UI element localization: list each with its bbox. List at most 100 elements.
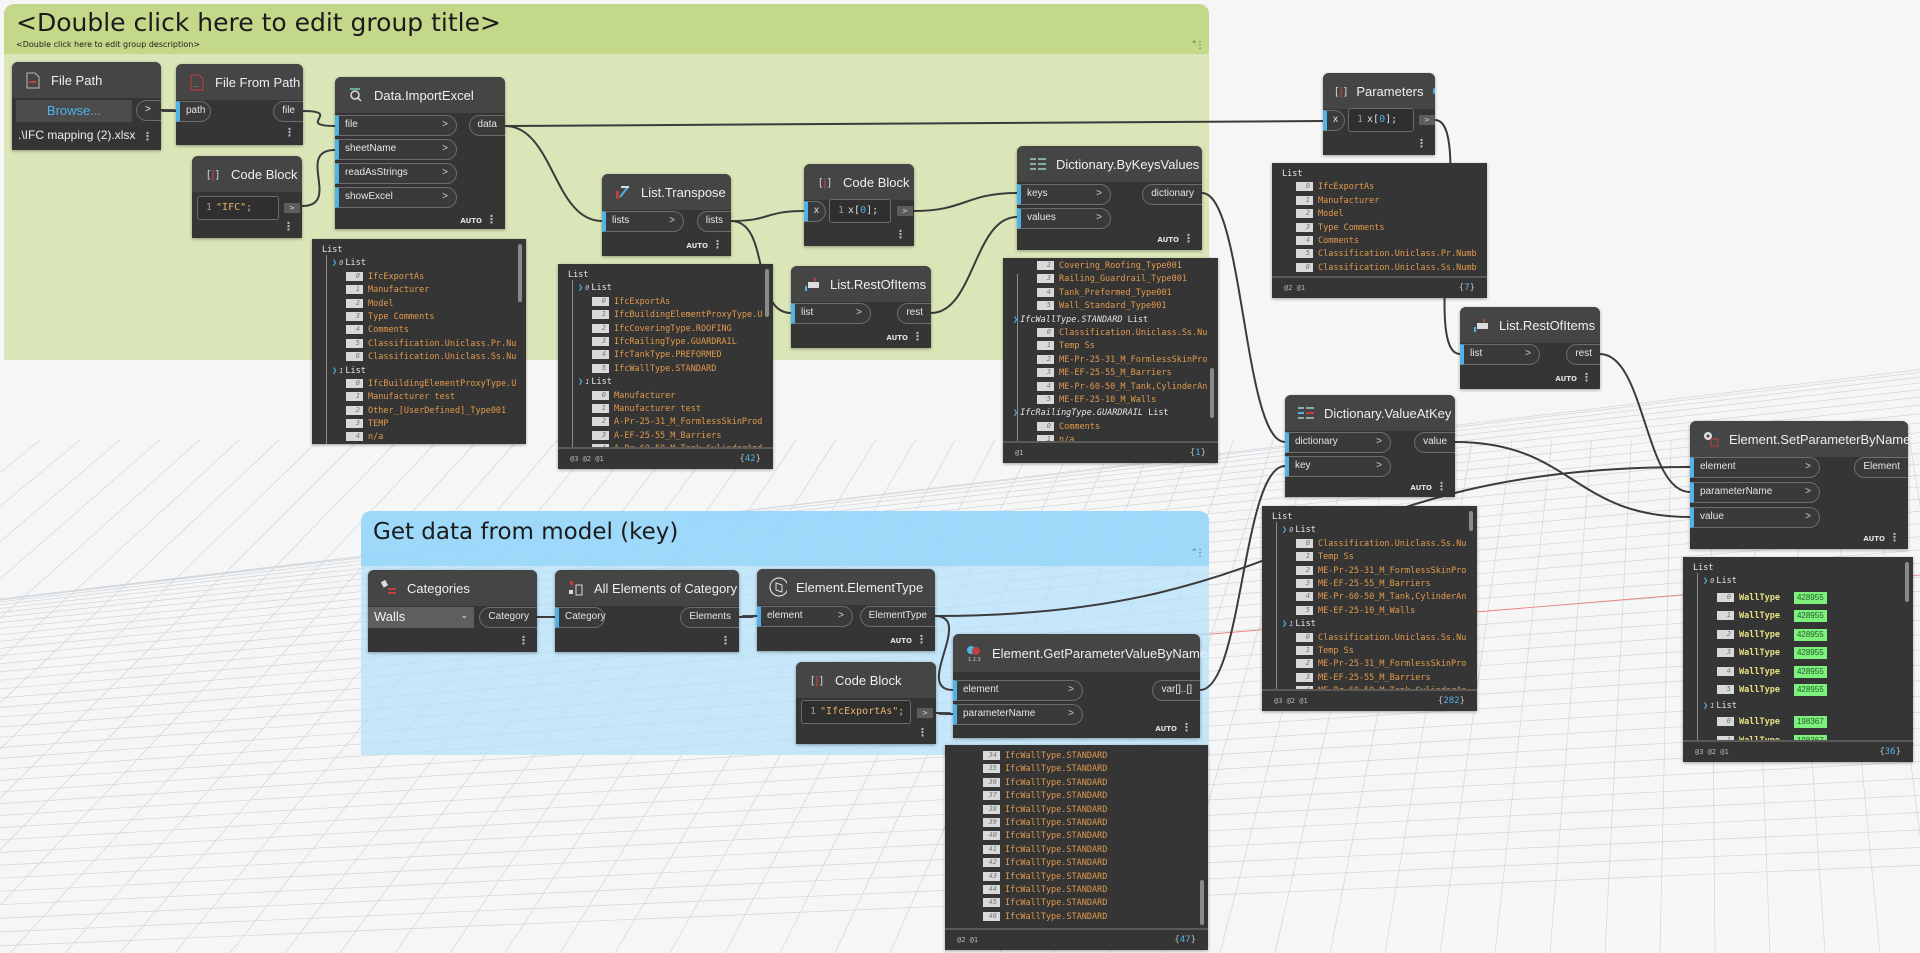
node-all-elements-of-category[interactable]: All Elements of Category Category Elemen… — [555, 570, 739, 652]
output-port-elements[interactable]: Elements — [680, 607, 739, 628]
expand-arrow-icon[interactable]: ❯ — [1703, 576, 1709, 587]
element-id-badge[interactable]: 428955 — [1793, 628, 1827, 641]
output-port-rest[interactable]: rest — [897, 303, 931, 324]
node-code-block-ifcexportas[interactable]: [|] Code Block 1"IfcExportAs"; > ⋮ — [796, 662, 936, 744]
preview-scrollbar[interactable] — [518, 244, 522, 302]
group-header[interactable]: <Double click here to edit group title> … — [4, 4, 1209, 54]
category-dropdown[interactable]: Walls ⌄ — [368, 607, 474, 628]
input-port-x[interactable]: x — [1323, 110, 1345, 131]
input-port-key[interactable]: key> — [1285, 456, 1391, 477]
input-port-file[interactable]: file> — [335, 115, 457, 136]
node-header[interactable]: ... File From Path — [176, 64, 303, 100]
node-menu-icon[interactable]: ⋮ — [284, 126, 295, 139]
group-menu-icon[interactable]: ⋮ — [1195, 548, 1205, 559]
node-menu-icon[interactable]: ⋮ — [1181, 721, 1192, 734]
group-menu-icon[interactable]: ⋮ — [1195, 40, 1205, 51]
output-port-category[interactable]: Category — [479, 607, 537, 628]
node-element-get-parameter-value-by-name[interactable]: 1.2.3 Element.GetParameterValueByName el… — [953, 634, 1207, 738]
node-data-import-excel[interactable]: Data.ImportExcel file> sheetName> readAs… — [335, 77, 505, 229]
output-port-elementtype[interactable]: ElementType — [859, 606, 935, 627]
expand-arrow-icon[interactable]: ❯ — [578, 283, 584, 294]
node-menu-icon[interactable]: ⋮ — [720, 634, 731, 647]
group-description[interactable]: <Double click here to edit group descrip… — [16, 40, 201, 49]
code-editor[interactable]: 1"IfcExportAs"; — [801, 700, 911, 724]
node-element-element-type[interactable]: Element.ElementType element> ElementType… — [757, 569, 935, 651]
output-port-rest[interactable]: rest — [1566, 344, 1600, 365]
output-port[interactable]: > — [917, 708, 933, 718]
node-file-from-path[interactable]: ... File From Path path file ⋮ — [176, 64, 303, 145]
input-port-category[interactable]: Category — [555, 607, 606, 628]
input-port-keys[interactable]: keys> — [1017, 184, 1111, 205]
input-port-parametername[interactable]: parameterName> — [1690, 482, 1820, 503]
output-port-lists[interactable]: lists — [696, 211, 731, 232]
node-menu-icon[interactable]: ⋮ — [1183, 232, 1194, 245]
output-port[interactable]: > — [284, 203, 300, 213]
expand-arrow-icon[interactable]: ❯ — [1282, 525, 1288, 536]
node-header[interactable]: File Path — [12, 62, 161, 98]
node-header[interactable]: Dictionary.ByKeysValues — [1017, 146, 1202, 182]
element-id-badge[interactable]: 428955 — [1793, 591, 1827, 604]
output-port[interactable]: > — [1419, 115, 1435, 125]
node-dictionary-value-at-key[interactable]: Dictionary.ValueAtKey dictionary> key> v… — [1285, 395, 1455, 497]
expand-arrow-icon[interactable]: ❯ — [1282, 619, 1288, 630]
node-menu-icon[interactable]: ⋮ — [917, 726, 928, 739]
lacing-auto-label[interactable]: AUTO — [1157, 236, 1179, 244]
output-port-element[interactable]: Element — [1854, 457, 1908, 478]
node-header[interactable]: All Elements of Category — [555, 570, 739, 606]
input-port-showexcel[interactable]: showExcel> — [335, 187, 457, 208]
element-id-badge[interactable]: 198367 — [1793, 734, 1827, 740]
node-menu-icon[interactable]: ⋮ — [1436, 480, 1447, 493]
group-header[interactable]: Get data from model (key) ˄ ⋮ — [361, 511, 1209, 566]
lacing-auto-label[interactable]: AUTO — [890, 637, 912, 645]
node-header[interactable]: Categories — [368, 570, 537, 606]
node-dictionary-by-keys-values[interactable]: Dictionary.ByKeysValues keys> values> di… — [1017, 146, 1202, 250]
expand-arrow-icon[interactable]: ❯ — [332, 258, 338, 269]
node-menu-icon[interactable]: ⋮ — [486, 213, 497, 226]
preview-scrollbar[interactable] — [765, 269, 769, 317]
element-id-badge[interactable]: 428955 — [1793, 647, 1827, 660]
node-header[interactable]: Dictionary.ValueAtKey — [1285, 395, 1455, 431]
output-port[interactable]: > — [897, 206, 913, 216]
input-port-sheetname[interactable]: sheetName> — [335, 139, 457, 160]
lacing-auto-label[interactable]: AUTO — [1155, 725, 1177, 733]
expand-arrow-icon[interactable]: ❯ — [1013, 314, 1019, 325]
element-id-badge[interactable]: 428955 — [1793, 684, 1827, 697]
node-header[interactable]: List.RestOfItems — [1460, 307, 1600, 343]
lacing-auto-label[interactable]: AUTO — [686, 242, 708, 250]
node-menu-icon[interactable]: ⋮ — [1889, 531, 1900, 544]
node-header[interactable]: [|] Code Block — [804, 164, 914, 200]
preview-scrollbar[interactable] — [1200, 880, 1204, 925]
output-port-var[interactable]: var[]..[] — [1152, 680, 1200, 701]
preview-scrollbar[interactable] — [1469, 511, 1473, 531]
node-menu-icon[interactable]: ⋮ — [895, 228, 906, 241]
preview-scrollbar[interactable] — [1905, 562, 1909, 602]
expand-arrow-icon[interactable]: ❯ — [1013, 408, 1019, 419]
browse-button[interactable]: Browse... — [16, 100, 132, 122]
collapse-chevron-icon[interactable]: ˄ — [1191, 39, 1198, 52]
lacing-auto-label[interactable]: AUTO — [460, 217, 482, 225]
code-editor[interactable]: 1"IFC"; — [197, 196, 279, 220]
output-port-file[interactable]: file — [273, 101, 303, 122]
expand-arrow-icon[interactable]: ❯ — [578, 377, 584, 388]
output-port-value[interactable]: value — [1414, 432, 1455, 453]
node-header[interactable]: Element.SetParameterByName — [1690, 421, 1910, 457]
node-menu-icon[interactable]: ⋮ — [712, 238, 723, 251]
node-header[interactable]: Element.ElementType — [757, 569, 935, 605]
output-port-data[interactable]: data — [468, 115, 505, 136]
node-list-transpose[interactable]: List.Transpose lists> lists AUTO ⋮ — [602, 174, 731, 256]
lacing-auto-label[interactable]: AUTO — [886, 334, 908, 342]
node-header[interactable]: List.RestOfItems — [791, 266, 931, 302]
node-header[interactable]: 1.2.3 Element.GetParameterValueByName — [953, 634, 1207, 672]
